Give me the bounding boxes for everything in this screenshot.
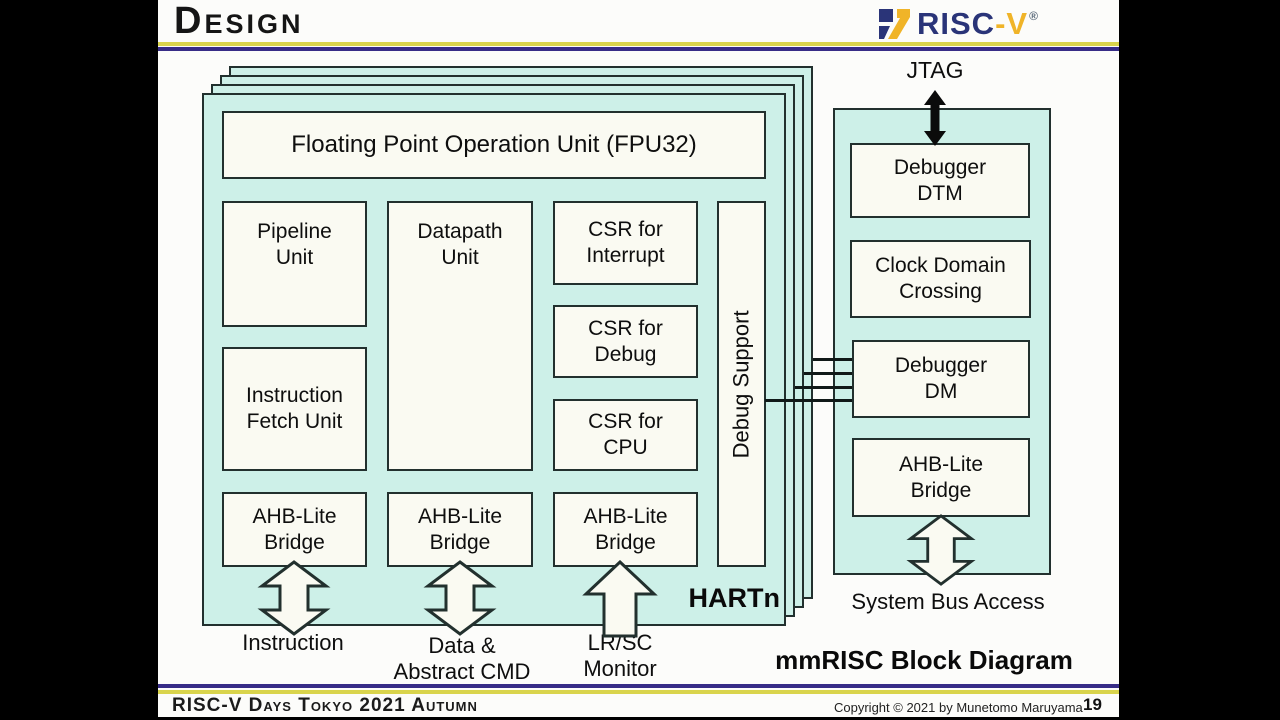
ahb-lite-bridge-block-1: AHB-Lite Bridge bbox=[222, 492, 367, 567]
debug-support-label: Debug Support bbox=[728, 309, 754, 458]
csr-debug-block: CSR for Debug bbox=[553, 305, 698, 378]
debug-wire-1 bbox=[813, 358, 852, 361]
risc-v-logo: RISC-V® bbox=[876, 5, 1039, 43]
port-data-abstract-cmd-label: Data & Abstract CMD bbox=[393, 633, 531, 685]
registered-mark: ® bbox=[1029, 9, 1039, 23]
risc-v-logotype: RISC-V® bbox=[917, 6, 1039, 41]
double-arrow-icon bbox=[423, 560, 497, 636]
hartn-label: HARTn bbox=[688, 583, 780, 613]
slide-title: Design bbox=[174, 0, 304, 42]
double-arrow-icon bbox=[906, 514, 976, 586]
diagram-caption: mmRISC Block Diagram bbox=[775, 645, 1073, 675]
ahb-lite-bridge-block-2: AHB-Lite Bridge bbox=[387, 492, 533, 567]
debug-support-block: Debug Support bbox=[717, 201, 766, 567]
debugger-dtm-block: Debugger DTM bbox=[850, 143, 1030, 218]
double-arrow-icon bbox=[257, 560, 331, 636]
jtag-label: JTAG bbox=[906, 57, 964, 83]
header-rule-purple bbox=[158, 47, 1119, 51]
footer-copyright: Copyright © 2021 by Munetomo Maruyama bbox=[834, 700, 1083, 715]
pipeline-unit-block: Pipeline Unit bbox=[222, 201, 367, 327]
jtag-arrow-icon bbox=[924, 90, 946, 146]
ahb-lite-bridge-block-3: AHB-Lite Bridge bbox=[553, 492, 698, 567]
footer-event-title: RISC-V Days Tokyo 2021 Autumn bbox=[172, 695, 478, 716]
up-arrow-icon bbox=[582, 560, 658, 638]
footer-rule-yellow bbox=[158, 690, 1119, 694]
debug-wire-2 bbox=[804, 372, 852, 375]
footer-rule-purple bbox=[158, 684, 1119, 688]
system-bus-access-label: System Bus Access bbox=[851, 589, 1045, 614]
debugger-dm-block: Debugger DM bbox=[852, 340, 1030, 418]
header-rule-yellow bbox=[158, 42, 1119, 46]
instruction-fetch-unit-block: Instruction Fetch Unit bbox=[222, 347, 367, 471]
clock-domain-crossing-block: Clock Domain Crossing bbox=[850, 240, 1031, 318]
slide: Design RISC-V® Floating Point Operation … bbox=[158, 0, 1119, 717]
debug-wire-4 bbox=[765, 399, 852, 402]
fpu-block: Floating Point Operation Unit (FPU32) bbox=[222, 111, 766, 179]
debug-wire-3 bbox=[795, 386, 852, 389]
datapath-unit-block: Datapath Unit bbox=[387, 201, 533, 471]
risc-v-logo-icon bbox=[879, 9, 910, 39]
footer-page-number: 19 bbox=[1083, 695, 1102, 714]
csr-interrupt-block: CSR for Interrupt bbox=[553, 201, 698, 285]
ahb-lite-bridge-block-debug: AHB-Lite Bridge bbox=[852, 438, 1030, 517]
csr-cpu-block: CSR for CPU bbox=[553, 399, 698, 471]
